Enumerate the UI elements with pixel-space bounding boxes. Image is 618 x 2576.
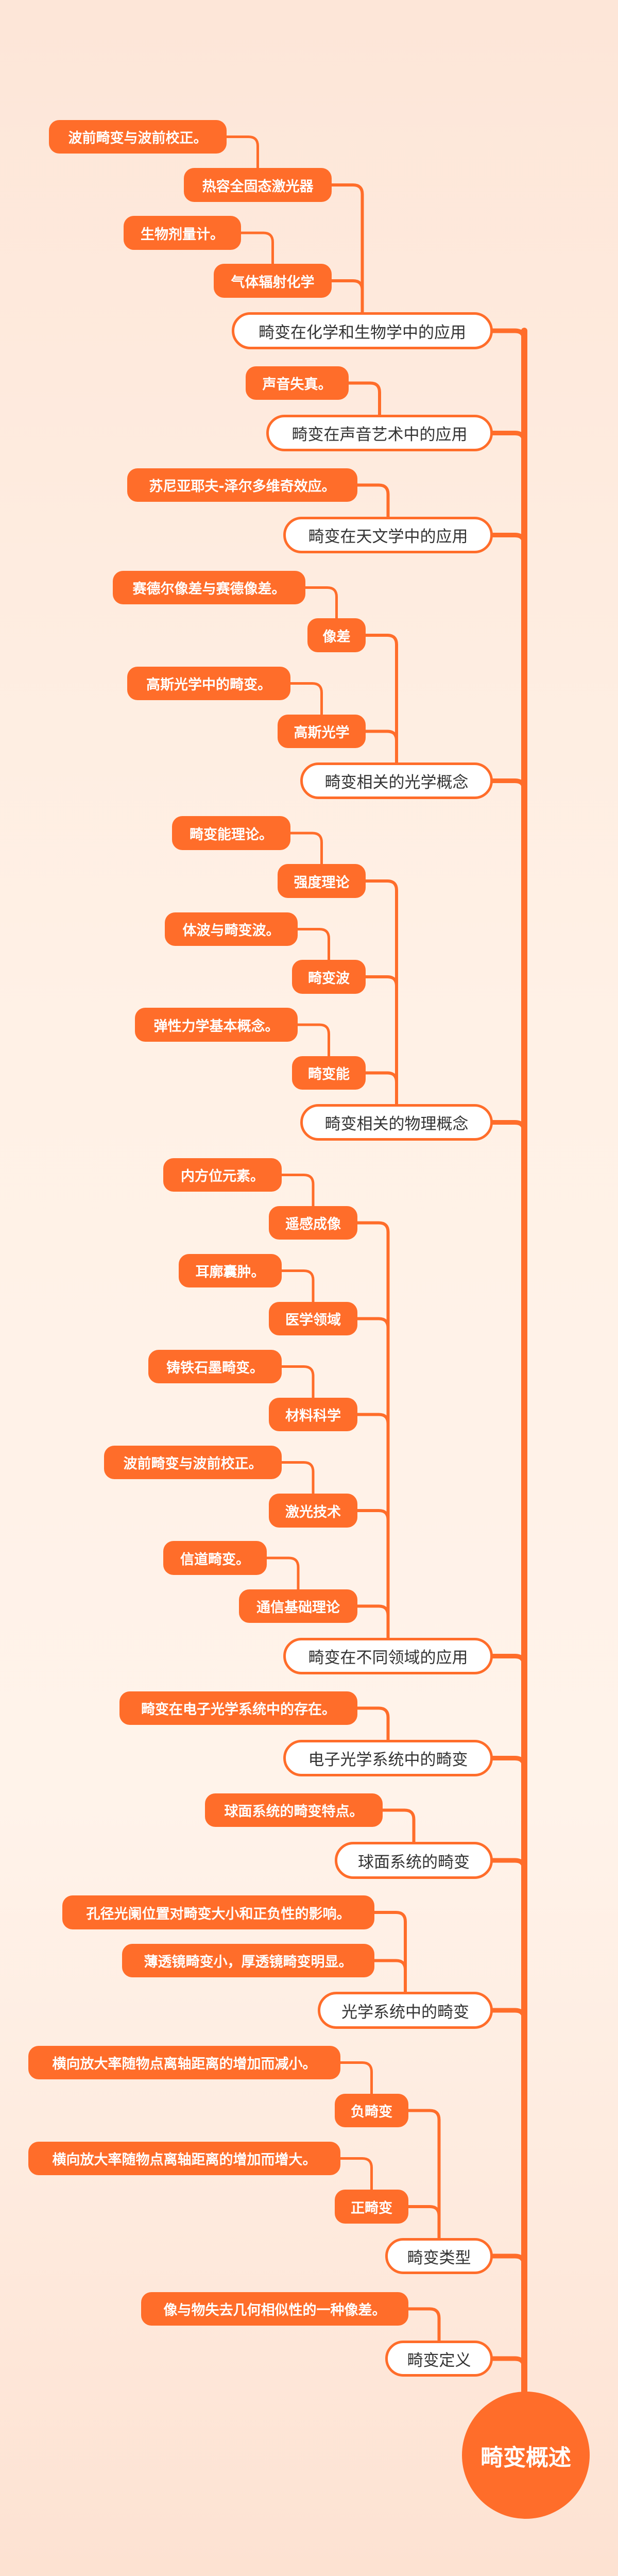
branch-node[interactable]: 光学系统中的畸变 (318, 1992, 493, 2029)
detail-node[interactable]: 铸铁石墨畸变。 (148, 1350, 282, 1383)
connector-line (407, 2205, 441, 2241)
detail-node[interactable]: 波前畸变与波前校正。 (104, 1446, 282, 1479)
branch-node[interactable]: 畸变在化学和生物学中的应用 (232, 312, 493, 349)
branch-connector (490, 431, 527, 445)
connector-line (356, 483, 390, 519)
detail-node[interactable]: 生物剂量计。 (124, 216, 241, 250)
topic-node[interactable]: 材料科学 (269, 1398, 357, 1431)
connector-line (330, 183, 364, 315)
topic-node[interactable]: 畸变波 (292, 960, 366, 994)
topic-node[interactable]: 畸变能 (292, 1056, 366, 1090)
connector-line (296, 928, 330, 962)
branch-node[interactable]: 畸变在天文学中的应用 (283, 517, 493, 553)
topic-node[interactable]: 热容全固态激光器 (184, 168, 332, 202)
connector-line (356, 1317, 390, 1640)
topic-node[interactable]: 畸变在电子光学系统中的存在。 (119, 1691, 357, 1725)
connector-line (280, 1461, 315, 1496)
connector-line (364, 634, 398, 765)
detail-node[interactable]: 体波与畸变波。 (165, 912, 298, 946)
connector-line (304, 586, 338, 621)
branch-connector (490, 1120, 527, 1134)
detail-node[interactable]: 内方位元素。 (163, 1158, 282, 1192)
detail-node[interactable]: 信道畸变。 (163, 1541, 267, 1575)
connector-line (356, 1706, 390, 1742)
branch-node[interactable]: 畸变在声音艺术中的应用 (266, 415, 493, 451)
topic-node[interactable]: 苏尼亚耶夫-泽尔多维奇效应。 (127, 468, 357, 502)
detail-node[interactable]: 高斯光学中的畸变。 (127, 667, 290, 700)
topic-node[interactable]: 薄透镜畸变小，厚透镜畸变明显。 (122, 1944, 374, 1977)
branch-connector (490, 1654, 527, 1668)
detail-node[interactable]: 畸变能理论。 (172, 816, 290, 850)
detail-node[interactable]: 赛德尔像差与赛德像差。 (113, 571, 305, 604)
branch-connector (490, 328, 527, 343)
connector-line (356, 1413, 390, 1640)
connector-line (373, 1911, 407, 1994)
connector-line (356, 1604, 390, 1640)
topic-node[interactable]: 高斯光学 (278, 715, 366, 748)
connector-line (280, 1269, 315, 1304)
detail-node[interactable]: 波前畸变与波前校正。 (49, 120, 227, 154)
connector-line (289, 682, 323, 717)
connector-line (339, 2061, 373, 2096)
connector-lines (225, 135, 527, 2399)
connector-line (364, 975, 398, 1107)
topic-node[interactable]: 声音失真。 (246, 366, 349, 400)
connector-line (280, 1365, 315, 1400)
branch-connector (490, 778, 527, 792)
connector-line (356, 1509, 390, 1640)
branch-connector (490, 1756, 527, 1770)
connector-line (364, 730, 398, 765)
branch-connector (490, 2253, 527, 2268)
root-node[interactable]: 畸变概述 (462, 2392, 590, 2519)
topic-node[interactable]: 球面系统的畸变特点。 (205, 1793, 383, 1827)
branch-node[interactable]: 畸变相关的物理概念 (300, 1104, 493, 1141)
connector-line (381, 1808, 416, 1844)
detail-node[interactable]: 弹性力学基本概念。 (135, 1008, 298, 1042)
connector-line (407, 2307, 441, 2343)
detail-node[interactable]: 横向放大率随物点离轴距离的增加而增大。 (28, 2142, 340, 2175)
branch-node[interactable]: 畸变在不同领域的应用 (283, 1638, 493, 1674)
topic-node[interactable]: 正畸变 (335, 2190, 408, 2224)
connector-line (296, 1023, 330, 1059)
branch-node[interactable]: 畸变类型 (385, 2238, 493, 2274)
topic-node[interactable]: 像与物失去几何相似性的一种像差。 (141, 2292, 408, 2326)
connector-line (239, 231, 274, 266)
connector-line (330, 279, 364, 315)
connector-line (356, 1221, 390, 1640)
branch-connector (490, 2008, 527, 2022)
branch-node[interactable]: 球面系统的畸变 (335, 1842, 493, 1879)
topic-node[interactable]: 孔径光阑位置对畸变大小和正负性的影响。 (62, 1895, 374, 1929)
connector-line (364, 879, 398, 1107)
detail-node[interactable]: 横向放大率随物点离轴距离的增加而减小。 (28, 2046, 340, 2079)
topic-node[interactable]: 强度理论 (278, 864, 366, 898)
topic-node[interactable]: 医学领域 (269, 1302, 357, 1335)
connector-line (339, 2157, 373, 2192)
connector-line (407, 2109, 441, 2241)
detail-node[interactable]: 耳廓囊肿。 (179, 1254, 282, 1287)
branch-node[interactable]: 畸变相关的光学概念 (300, 762, 493, 799)
connector-line (364, 1071, 398, 1107)
branch-connector (490, 1858, 527, 1872)
connector-line (225, 135, 259, 171)
topic-node[interactable]: 气体辐射化学 (214, 264, 332, 298)
topic-node[interactable]: 像差 (307, 618, 366, 652)
branch-node[interactable]: 电子光学系统中的畸变 (283, 1740, 493, 1776)
connector-line (289, 832, 323, 867)
branch-connector (490, 2356, 527, 2370)
connector-line (347, 381, 381, 417)
branch-node[interactable]: 畸变定义 (385, 2341, 493, 2377)
topic-node[interactable]: 激光技术 (269, 1494, 357, 1528)
topic-node[interactable]: 负畸变 (335, 2094, 408, 2127)
connector-line (280, 1174, 315, 1209)
branch-connector (490, 533, 527, 547)
topic-node[interactable]: 遥感成像 (269, 1206, 357, 1240)
connector-line (373, 1959, 407, 1994)
topic-node[interactable]: 通信基础理论 (239, 1589, 357, 1623)
connector-line (265, 1556, 300, 1592)
